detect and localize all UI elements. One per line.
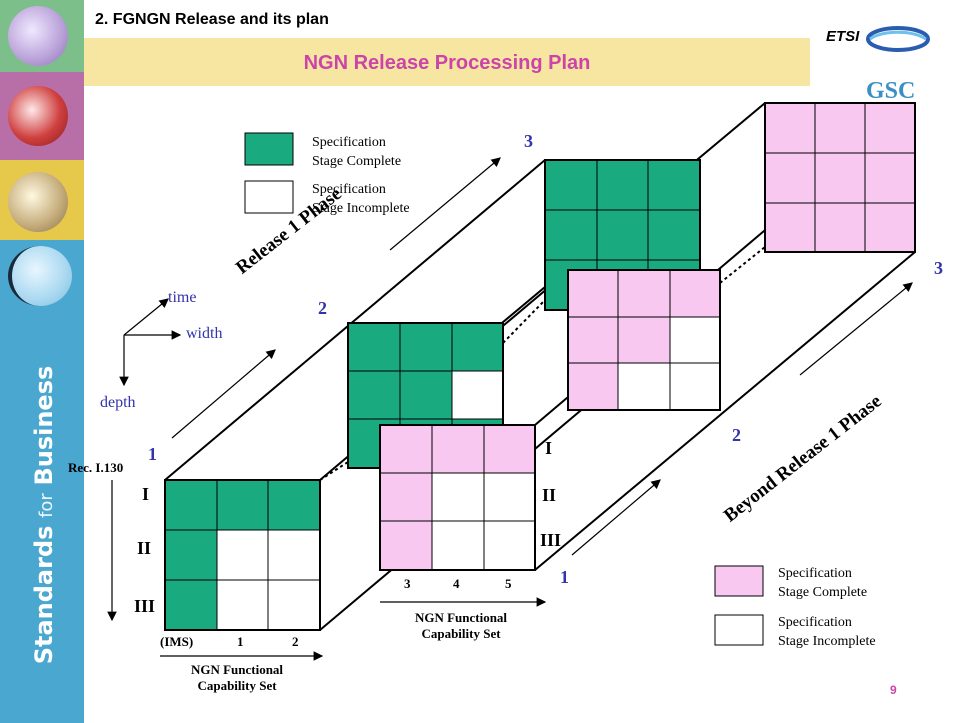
beyond-row-label-1: I bbox=[545, 438, 553, 458]
beyond-col-2: 4 bbox=[453, 576, 460, 591]
row-label-2: II bbox=[137, 538, 152, 558]
globe-icon bbox=[8, 246, 72, 306]
beyond-time-3: 3 bbox=[934, 258, 943, 278]
release1-time-arrow bbox=[389, 157, 501, 251]
release1-time-3: 3 bbox=[524, 131, 533, 151]
sidebar: Standards for Business bbox=[0, 0, 84, 723]
page-title: 2. FGNGN Release and its plan bbox=[95, 11, 329, 28]
dotted-connector bbox=[719, 246, 766, 284]
beyond-grid-3 bbox=[764, 102, 916, 253]
title-banner bbox=[84, 38, 810, 86]
etsi-swoosh-icon bbox=[866, 26, 930, 52]
beyond-time-arrow bbox=[571, 479, 661, 556]
beyond-col-1: 3 bbox=[404, 576, 411, 591]
row-label-3: III bbox=[134, 596, 156, 616]
release1-col-1: (IMS) bbox=[160, 634, 194, 649]
legend-incomplete-swatch bbox=[244, 180, 294, 214]
release1-col-2: 1 bbox=[237, 634, 244, 649]
sidebar-tile-purple bbox=[0, 72, 84, 160]
release1-time-2: 2 bbox=[318, 298, 327, 318]
axis-depth-label: depth bbox=[100, 394, 136, 411]
gsc-logo: GSC bbox=[866, 78, 916, 104]
beyond-time-2: 2 bbox=[732, 425, 741, 445]
beyond-time-1: 1 bbox=[560, 567, 569, 587]
legend-incomplete-swatch bbox=[714, 614, 764, 646]
beyond-time-arrow bbox=[799, 282, 913, 376]
legend-complete-swatch bbox=[714, 565, 764, 597]
beyond-col-3: 5 bbox=[505, 576, 512, 591]
row-label-1: I bbox=[142, 484, 150, 504]
etsi-logo bbox=[820, 26, 932, 52]
beyond-row-label-2: II bbox=[542, 485, 557, 505]
sidebar-tile-green bbox=[0, 0, 84, 72]
dotted-connector bbox=[502, 299, 546, 344]
etsi-logo-text: ETSI bbox=[826, 28, 860, 45]
rows-reference: Rec. I.130 bbox=[68, 460, 124, 475]
axis-time-label: time bbox=[168, 289, 197, 306]
beyond-grid-1 bbox=[379, 424, 536, 571]
globe-icon bbox=[8, 6, 68, 66]
globe-icon bbox=[8, 172, 68, 232]
banner-title: NGN Release Processing Plan bbox=[303, 52, 591, 74]
axis-width-label: width bbox=[186, 325, 223, 342]
release1-grid-1 bbox=[164, 479, 321, 631]
release1-col-3: 2 bbox=[292, 634, 299, 649]
sidebar-tile-blue bbox=[0, 240, 84, 312]
sidebar-tile-yellow bbox=[0, 160, 84, 240]
release1-time-arrow bbox=[171, 349, 276, 439]
page-number: 9 bbox=[890, 683, 897, 697]
legend-complete-swatch bbox=[244, 132, 294, 166]
beyond-grid-2 bbox=[567, 269, 721, 411]
time-axis-arrow bbox=[123, 298, 169, 336]
globe-icon bbox=[8, 86, 68, 146]
release1-time-1: 1 bbox=[148, 444, 157, 464]
beyond-row-label-3: III bbox=[540, 530, 562, 550]
